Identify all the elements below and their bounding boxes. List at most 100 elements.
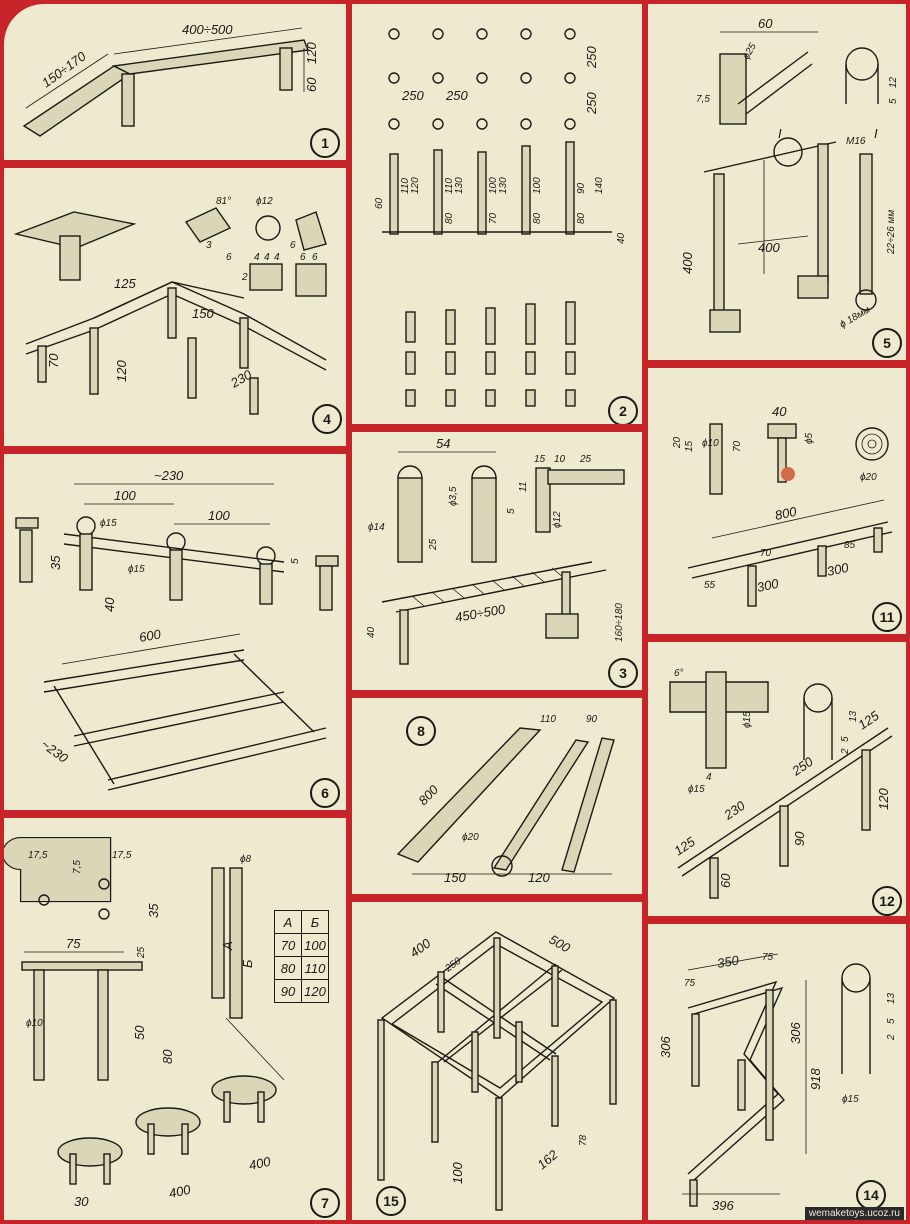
dim-total-h: 918 (808, 1068, 823, 1090)
dim-h-b: 90 (792, 831, 807, 846)
dim-cut-a: 3 (206, 240, 212, 251)
dim-angle: 81° (216, 196, 231, 207)
panel-6: ~230 100 100 ϕ15 ϕ15 35 40 5 600 ~230 6 (4, 454, 346, 810)
dim-side-b: 500 (547, 932, 574, 956)
dim-p1-a: 110 (400, 178, 411, 194)
panel-number-6: 6 (310, 778, 340, 808)
dim-height: 100 (450, 1162, 465, 1184)
dim-length-a: 125 (114, 276, 136, 291)
dim-h-a: 120 (876, 788, 891, 810)
dim-ring-a: 12 (888, 76, 899, 88)
panel-number-5: 5 (872, 328, 902, 358)
dim-h2: 120 (114, 360, 129, 382)
dim-thread: M16 (846, 136, 866, 147)
dim-peg-dia: ϕ5 (804, 432, 815, 444)
panel-number-15: 15 (376, 1186, 406, 1216)
dim-board-width: 150 (444, 870, 466, 885)
dim-peg-a: 70 (760, 548, 772, 559)
dim-plate-a: 17,5 (28, 850, 48, 861)
panel-4: 81° ϕ12 3 6 4 4 4 6 6 6 2 125 150 70 120… (4, 168, 346, 446)
table-header-a: A (274, 910, 302, 934)
panel-11: 20 15 ϕ10 70 40 ϕ5 ϕ20 800 70 85 55 300 … (648, 368, 906, 634)
diagram-2: 250 250 250 250 60 110 120 110 130 100 1… (374, 28, 627, 407)
dim-section-mark-2: I (874, 126, 878, 141)
diagram-4: 81° ϕ12 3 6 4 4 4 6 6 6 2 125 150 70 120… (13, 196, 327, 415)
dim-h-b: 306 (788, 1022, 803, 1044)
dim-log-dia: ϕ20 (462, 832, 479, 843)
panel-number-14: 14 (856, 1180, 886, 1210)
dim-p5-b: 140 (594, 177, 605, 194)
panel-2: 250 250 250 250 60 110 120 110 130 100 1… (352, 4, 642, 424)
dim-seat-gap-a: 400 (168, 1182, 193, 1201)
dim-p3-a: 100 (488, 177, 499, 194)
dim-span-b: 230 (720, 797, 748, 823)
panel-number-7: 7 (310, 1188, 340, 1218)
diagram-7: 17,5 17,5 7,5 35 75 25 ϕ10 50 80 ϕ8 A Б … (4, 837, 285, 1209)
diagram-11: 20 15 ϕ10 70 40 ϕ5 ϕ20 800 70 85 55 300 … (672, 404, 893, 607)
table-cell: 100 (301, 933, 329, 957)
dim-cut-b: 6 (290, 240, 296, 251)
dim-height: 400 (680, 252, 695, 274)
dim-peg-c: 55 (704, 580, 716, 591)
dim-ladder-length: 450÷500 (454, 601, 507, 625)
dim-hole: ϕ3,5 (448, 486, 459, 506)
dim-diag: 162 (534, 1146, 561, 1172)
dim-ring-b: 5 (886, 1018, 897, 1024)
dim-ground: 40 (616, 232, 627, 244)
dim-rod-dia: ϕ15 (842, 1094, 859, 1105)
dim-top-span: 350 (716, 952, 741, 971)
dim-ring-c: 2 (840, 748, 851, 755)
dim-end-a: 125 (855, 707, 882, 732)
dim-w1: 4 (254, 252, 260, 263)
dim-d: 11 (518, 482, 529, 492)
table-cell: 90 (274, 979, 302, 1003)
dim-h: 35 (48, 555, 63, 570)
dim-plate-c: 7,5 (72, 860, 83, 874)
paint-mark (781, 467, 795, 481)
dim-tilt: 6° (674, 668, 684, 679)
dim-span-b: 100 (208, 508, 230, 523)
panel-number-2: 2 (608, 396, 638, 424)
dim-leg-mid: 50 (132, 1025, 147, 1040)
dim-length-b: 150 (192, 306, 214, 321)
dim-c: 25 (579, 454, 592, 465)
diagram-14: 75 350 75 306 306 918 396 13 5 2 ϕ15 (658, 952, 897, 1213)
panel-3: 54 15 10 25 ϕ3,5 ϕ14 25 ϕ12 11 5 450÷500… (352, 432, 642, 690)
dim-bracket-offset: 7,5 (696, 94, 710, 105)
diagram-5: 60 ϕ25 7,5 12 5 I I M16 400 400 22÷26 мм… (680, 16, 899, 333)
panel-14: 75 350 75 306 306 918 396 13 5 2 ϕ15 14 (648, 924, 906, 1220)
dim-p5-a: 90 (576, 182, 587, 194)
dim-w3: 4 (274, 252, 280, 263)
dim-span: 400 (758, 240, 780, 255)
dim-length: 400÷500 (182, 22, 233, 37)
dim-rod: 22÷26 мм (886, 210, 897, 255)
dim-post-dia: ϕ15 (742, 711, 753, 728)
dim-base: 396 (712, 1198, 734, 1213)
dim-frame-length: 600 (138, 626, 163, 645)
dim-p1-depth: 60 (374, 197, 385, 209)
dim-h1: 70 (46, 353, 61, 368)
dim-grid-y2: 250 (584, 92, 599, 115)
dim-p2-b: 130 (454, 177, 465, 194)
dim-p5-c: 80 (576, 212, 587, 224)
dim-notch: 4 (706, 772, 712, 783)
dim-span-a: 100 (114, 488, 136, 503)
dim-post-dia-2: ϕ15 (688, 784, 705, 795)
diagram-3: 54 15 10 25 ϕ3,5 ϕ14 25 ϕ12 11 5 450÷500… (366, 436, 625, 665)
diagram-15: 400 250 500 100 162 78 (377, 931, 617, 1211)
panel-15: 400 250 500 100 162 78 15 (352, 902, 642, 1220)
dim-ladder-height: 160÷180 (614, 603, 625, 642)
diagram-1: 400÷500 150÷170 120 60 (22, 22, 319, 137)
dim-gap: 5 (290, 558, 301, 564)
dim-w2: 4 (264, 252, 270, 263)
dim-bar: ϕ14 (368, 522, 385, 533)
diagram-12: 6° ϕ15 4 ϕ15 13 5 2 125 250 230 125 120 … (669, 668, 893, 899)
dim-dia-a: ϕ15 (100, 518, 117, 529)
dim-leg-dia: ϕ10 (26, 1018, 43, 1029)
dim-a: 15 (534, 454, 546, 465)
dim-w5: 6 (312, 252, 318, 263)
dim-dia-b: ϕ15 (128, 564, 145, 575)
dim-rod: ϕ12 (552, 511, 563, 528)
dim-e: 5 (506, 508, 517, 514)
panel-number-4: 4 (312, 404, 342, 434)
